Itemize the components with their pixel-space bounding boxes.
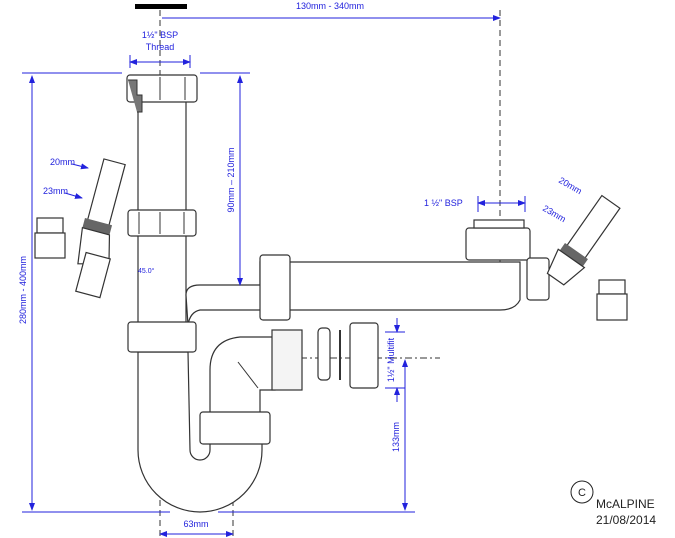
right-hose-spigot <box>546 194 621 286</box>
washer <box>317 327 331 381</box>
sink-bar <box>135 4 187 9</box>
left-hose-20mm-label: 20mm <box>50 157 75 167</box>
left-hose-23mm-label: 23mm <box>43 186 68 196</box>
copyright-symbol: C <box>578 487 586 499</box>
trap-body <box>137 94 521 513</box>
multifit-nut <box>349 322 379 389</box>
trap-nut <box>199 411 271 445</box>
multifit-label: 1½" Multifit <box>386 337 396 382</box>
outlet-thread <box>271 329 303 391</box>
angle-label: 45.0° <box>138 267 155 275</box>
right-hose-23mm-label: 23mm <box>541 203 568 224</box>
lower-nut <box>127 321 197 353</box>
tail-offset-label: 130mm - 340mm <box>296 1 364 11</box>
inlet-thread-label-2: Thread <box>146 42 175 52</box>
right-blanking-cap <box>596 279 628 321</box>
horizontal-nut <box>259 254 291 321</box>
date-label: 21/08/2014 <box>596 513 656 527</box>
right-hose-20mm-label: 20mm <box>557 175 584 196</box>
brand-label: McALPINE <box>596 497 655 511</box>
outlet-height-label: 133mm <box>391 422 401 452</box>
inlet-thread-label: 1½" BSP <box>142 30 178 40</box>
top-nut <box>126 74 198 113</box>
left-hose-spigot <box>75 158 126 299</box>
right-bsp-nut <box>465 227 531 261</box>
right-side-nut <box>526 257 550 301</box>
overall-height-label: 280mm - 400mm <box>18 256 28 324</box>
copyright-icon <box>570 480 594 504</box>
mid-nut <box>127 209 197 237</box>
right-bsp-thread <box>473 219 525 229</box>
height-adjust-label: 90mm – 210mm <box>226 147 236 212</box>
trap-offset-label: 63mm <box>183 519 208 529</box>
left-blanking-cap <box>34 217 66 259</box>
right-bsp-label: 1 ½" BSP <box>424 198 463 208</box>
